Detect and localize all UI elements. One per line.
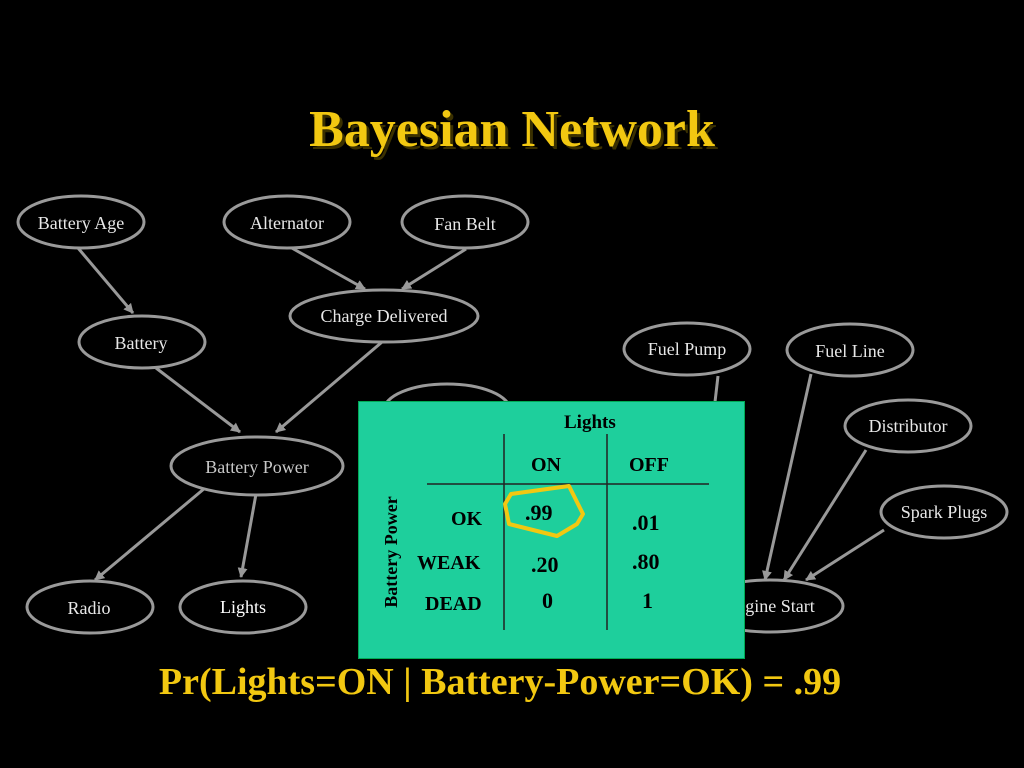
cpt-cell-weak-on: .20 [531,552,559,577]
edge-sparkplugs-enginestart [805,528,885,582]
node-fuel-pump [622,321,752,377]
cpt-row-header: Battery Power [381,496,401,608]
node-fan-belt [400,194,530,250]
edge-alternator-charge [289,245,366,291]
node-battery [77,314,207,370]
cpt-row-label-dead: DEAD [425,593,482,615]
slide-title: Bayesian Network [309,101,715,158]
cpt-row-label-ok: OK [451,508,483,530]
edge-charge-batterypower [275,340,383,434]
label-charge-delivered: Charge Delivered [320,306,447,326]
cpt-cell-dead-off: 1 [642,588,653,613]
node-fuel-line [785,322,915,378]
conditional-probability-table: Lights Battery Power ON OFF OK WEAK DEAD… [358,401,745,659]
cpt-cell-dead-on: 0 [542,588,553,613]
label-spark-plugs: Spark Plugs [901,502,988,522]
node-alternator [222,194,352,250]
label-distributor: Distributor [869,416,948,436]
node-radio [25,579,155,635]
label-battery-power: Battery Power [205,457,308,477]
probability-formula: Pr(Lights=ON | Battery-Power=OK) = .99 [158,661,842,703]
label-fuel-line: Fuel Line [815,341,885,361]
edge-fuelpump-enginestart [713,375,720,403]
label-fuel-pump: Fuel Pump [648,339,727,359]
node-spark-plugs [879,484,1009,540]
edge-fanbelt-charge [401,247,467,291]
node-lights [178,579,308,635]
label-lights: Lights [220,597,266,617]
label-alternator: Alternator [250,213,324,233]
edge-fuelline-enginestart [762,373,813,581]
node-distributor [843,398,973,454]
edge-battery-batterypower [155,366,241,434]
label-fan-belt: Fan Belt [434,214,496,234]
label-battery: Battery [115,333,168,353]
node-charge-delivered [288,288,480,344]
cpt-cell-weak-off: .80 [632,549,660,574]
cpt-cell-ok-off: .01 [632,510,660,535]
edge-battery-age-battery [76,247,135,314]
edge-batterypower-lights [237,493,258,578]
cpt-cell-ok-on: .99 [525,500,553,525]
cpt-title: Lights [564,412,616,433]
label-radio: Radio [68,598,111,618]
label-battery-age: Battery Age [38,213,124,233]
cpt-col-off: OFF [629,454,669,476]
edge-distributor-enginestart [782,449,868,581]
cpt-col-on: ON [531,454,561,476]
node-battery-power [169,435,345,497]
node-battery-age [16,194,146,250]
edge-batterypower-radio [94,486,206,582]
cpt-grid-lines [427,434,709,630]
cpt-row-label-weak: WEAK [417,552,481,574]
label-engine-start: gine Start [745,596,815,616]
highlight-outline [503,484,585,538]
